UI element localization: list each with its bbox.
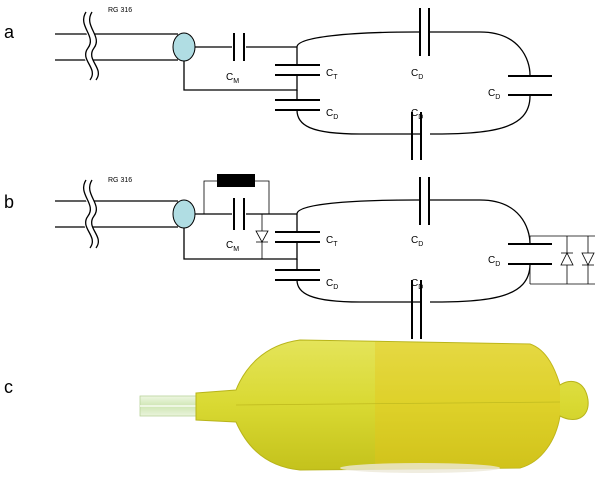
cap-label-dist: CD <box>488 255 500 268</box>
cap-label-tune: CT <box>326 68 338 81</box>
panel-b-label: b <box>4 192 14 212</box>
svg-text:CD: CD <box>411 108 423 121</box>
cap-label-tune: CT <box>326 235 338 248</box>
cap-label-dist: CD <box>488 88 500 101</box>
panel-c-label: c <box>4 377 13 397</box>
svg-text:CD: CD <box>326 108 338 121</box>
balloon-image <box>195 339 589 473</box>
panel-a-label: a <box>4 22 15 42</box>
svg-text:CT: CT <box>326 68 338 81</box>
svg-text:CD: CD <box>411 235 423 248</box>
cap-label-match: CM <box>226 72 239 85</box>
distributed-capacitor-icon <box>411 112 422 160</box>
distributed-capacitor-icon <box>419 177 430 225</box>
svg-text:CM: CM <box>226 240 239 253</box>
svg-text:CD: CD <box>411 68 423 81</box>
match-capacitor-icon <box>233 33 245 61</box>
cable-label: RG 316 <box>108 7 132 14</box>
tune-capacitor-icon <box>275 231 320 243</box>
cap-label-dist: CD <box>411 278 423 291</box>
distributed-capacitor-icon <box>411 280 422 339</box>
distributed-capacitor-icon <box>508 75 552 96</box>
panel-b-circuit: b RG 316 <box>4 174 595 339</box>
cap-label-dist: CD <box>411 235 423 248</box>
svg-text:CD: CD <box>488 88 500 101</box>
panel-c-photo: c <box>4 339 589 473</box>
diode-icon <box>255 214 269 259</box>
svg-text:CD: CD <box>411 278 423 291</box>
distributed-capacitor-icon <box>275 99 320 111</box>
svg-text:CD: CD <box>488 255 500 268</box>
svg-text:CT: CT <box>326 235 338 248</box>
tune-capacitor-icon <box>275 64 320 76</box>
coax-cable-icon <box>55 178 196 251</box>
cap-label-dist: CD <box>326 108 338 121</box>
cap-label-dist: CD <box>326 278 338 291</box>
distributed-capacitor-icon <box>275 269 320 281</box>
coax-cable-icon <box>55 10 196 83</box>
svg-text:CM: CM <box>226 72 239 85</box>
cap-label-dist: CD <box>411 108 423 121</box>
panel-a-circuit: a RG 316 <box>4 7 552 160</box>
cable-label: RG 316 <box>108 177 132 184</box>
diode-pair-icon <box>529 235 595 285</box>
distributed-capacitor-icon <box>508 243 552 265</box>
svg-text:CD: CD <box>326 278 338 291</box>
cap-label-dist: CD <box>411 68 423 81</box>
match-capacitor-icon <box>233 198 245 230</box>
cap-label-match: CM <box>226 240 239 253</box>
inductor-block-icon <box>203 174 270 214</box>
distributed-capacitor-icon <box>419 8 430 56</box>
